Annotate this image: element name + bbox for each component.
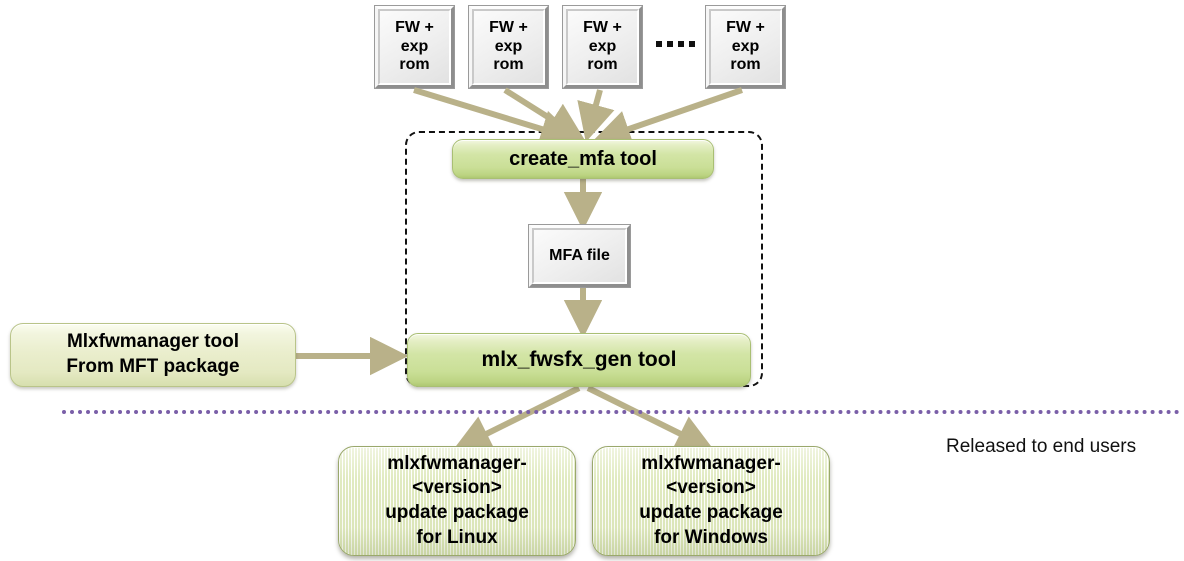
arrow-input3-to-create-mfa [577, 89, 615, 143]
input-box-3-label: FW + exp rom [583, 18, 622, 74]
input-box-fw-exp-rom-4: FW + exp rom [705, 5, 786, 89]
input-box-1-label: FW + exp rom [395, 18, 434, 74]
input-box-fw-exp-rom-3: FW + exp rom [562, 5, 643, 89]
mlx-fwsfx-gen-tool-label: mlx_fwsfx_gen tool [481, 348, 677, 372]
input-box-2-label: FW + exp rom [489, 18, 528, 74]
output-package-linux-box[interactable]: mlxfwmanager- <version> update package f… [338, 446, 576, 556]
output-package-windows-label: mlxfwmanager- <version> update package f… [639, 452, 783, 548]
mlxfwmanager-mft-source-box[interactable]: Mlxfwmanager tool From MFT package [10, 323, 296, 387]
input-box-2-bevel: FW + exp rom [472, 9, 545, 85]
mfa-file-bevel: MFA file [532, 228, 627, 284]
output-package-windows-box[interactable]: mlxfwmanager- <version> update package f… [592, 446, 830, 556]
mlx-fwsfx-gen-tool-box[interactable]: mlx_fwsfx_gen tool [407, 333, 751, 387]
create-mfa-tool-label: create_mfa tool [509, 148, 657, 170]
mfa-file-box: MFA file [528, 224, 631, 288]
arrow-sfx-tool-to-linux-package [452, 385, 581, 451]
ellipsis-dot-1 [656, 41, 662, 47]
arrow-input2-to-create-mfa [503, 87, 586, 141]
input-box-3-bevel: FW + exp rom [566, 9, 639, 85]
input-box-4-label: FW + exp rom [726, 18, 765, 74]
released-to-end-users-label: Released to end users [946, 436, 1137, 457]
input-box-1-bevel: FW + exp rom [378, 9, 451, 85]
create-mfa-tool-box[interactable]: create_mfa tool [452, 139, 714, 179]
ellipsis-dot-2 [667, 41, 673, 47]
output-package-linux-label: mlxfwmanager- <version> update package f… [385, 452, 529, 548]
input-box-fw-exp-rom-1: FW + exp rom [374, 5, 455, 89]
arrow-sfx-tool-to-windows-package [586, 385, 715, 451]
ellipsis-dot-3 [678, 41, 684, 47]
release-divider-line [62, 410, 1180, 414]
input-box-fw-exp-rom-2: FW + exp rom [468, 5, 549, 89]
mfa-file-label: MFA file [549, 246, 610, 264]
ellipsis-icon [656, 41, 695, 47]
ellipsis-dot-4 [689, 41, 695, 47]
input-box-4-bevel: FW + exp rom [709, 9, 782, 85]
mlxfwmanager-mft-source-label: Mlxfwmanager tool From MFT package [66, 331, 240, 377]
